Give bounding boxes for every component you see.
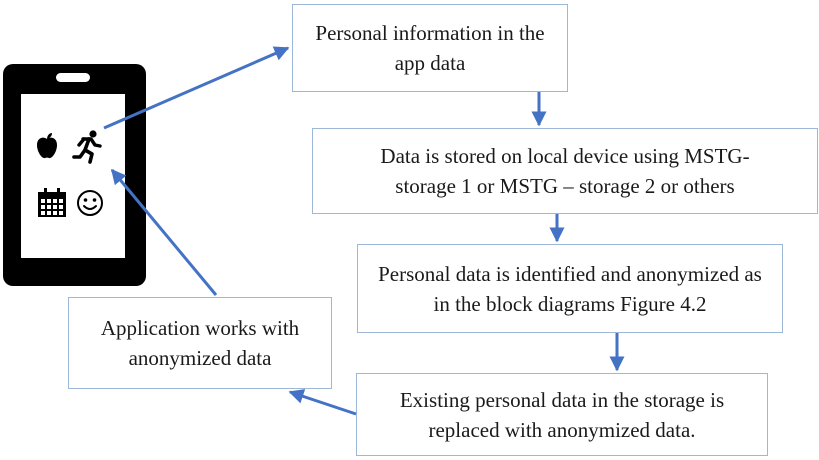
step-text-line: Personal data is identified and anonymiz… [378, 261, 762, 286]
step-application-works: Application works with anonymized data [68, 297, 332, 389]
step-text-line: storage 1 or MSTG – storage 2 or others [395, 174, 735, 198]
runner-icon [72, 130, 102, 164]
step-text-line: in the block diagrams Figure 4.2 [433, 291, 707, 316]
arrow-phone-to-box1 [103, 46, 290, 130]
calendar-icon [38, 188, 66, 217]
arrow-box4-to-phone [110, 168, 218, 296]
step-data-stored-locally: Data is stored on local device using MST… [312, 128, 818, 214]
step-text-line: Personal information in the [315, 21, 545, 45]
step-data-replaced: Existing personal data in the storage is… [356, 373, 768, 456]
step-personal-information: Personal information in the app data [292, 4, 568, 92]
step-text-line: replaced with anonymized data. [428, 417, 696, 442]
apple-icon [37, 133, 57, 159]
step-data-identified-anonymized: Personal data is identified and anonymiz… [357, 244, 783, 333]
smiley-icon [77, 190, 103, 216]
phone-speaker [56, 73, 90, 82]
step-text-line: anonymized data [128, 346, 272, 370]
step-text-line: Existing personal data in the storage is [399, 387, 725, 412]
arrow-box5-to-box4 [288, 389, 357, 416]
step-text-line: app data [394, 51, 466, 75]
step-text-line: Application works with [100, 316, 300, 340]
phone-screen [21, 94, 125, 258]
step-text-line: Data is stored on local device using MST… [380, 144, 750, 168]
